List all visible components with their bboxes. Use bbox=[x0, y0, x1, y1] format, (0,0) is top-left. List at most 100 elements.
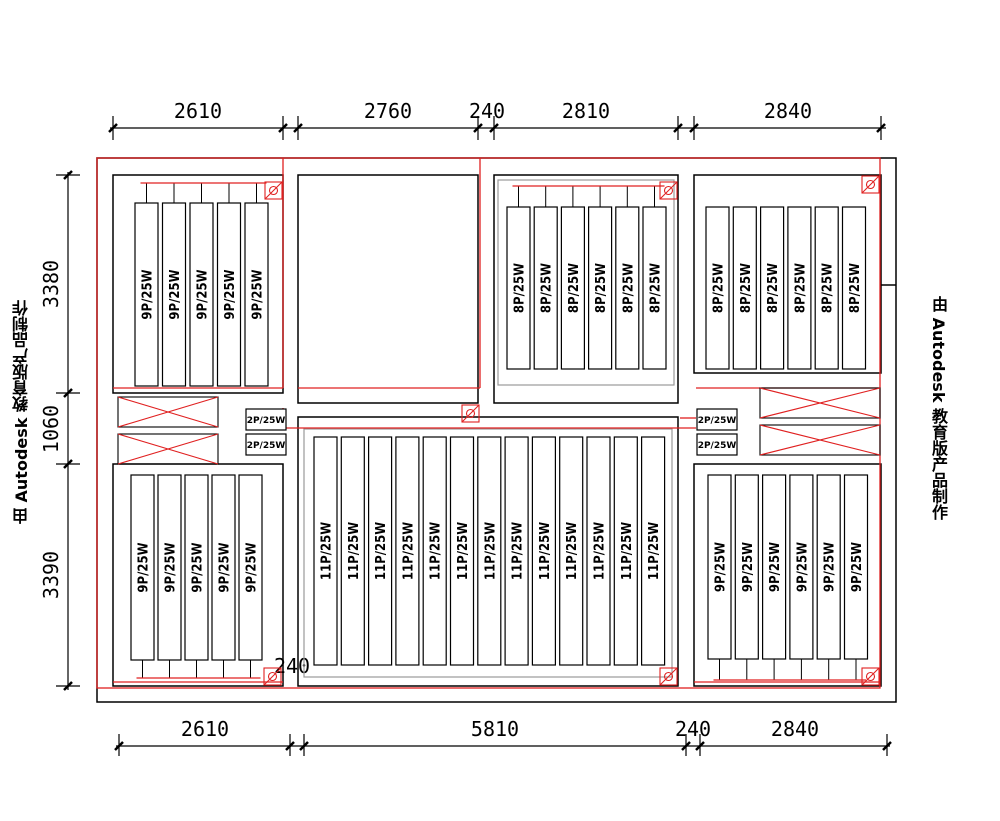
dim-left-3: 3390 bbox=[39, 551, 63, 599]
rack-label: 8P/25W bbox=[793, 263, 808, 313]
small-box-label: 2P/25W bbox=[247, 441, 286, 451]
rack-label: 9P/25W bbox=[245, 542, 260, 592]
rack-label: 9P/25W bbox=[223, 269, 238, 319]
rack-cabinet bbox=[586, 436, 611, 666]
rack-label: 9P/25W bbox=[768, 542, 783, 592]
rack-cabinet bbox=[161, 202, 187, 387]
rack-cabinet bbox=[789, 474, 814, 660]
small-box-label: 2P/25W bbox=[698, 416, 737, 426]
rack-label: 9P/25W bbox=[196, 269, 211, 319]
rack-cabinet bbox=[816, 474, 841, 660]
rack-cabinet bbox=[531, 436, 557, 666]
rack-label: 8P/25W bbox=[712, 263, 727, 313]
left-dimension-line bbox=[56, 170, 80, 691]
rack-label: 11P/25W bbox=[593, 522, 608, 580]
watermark-right: 由 Autodesk 教育版产品制作 bbox=[929, 296, 948, 521]
rack-label: 9P/25W bbox=[823, 542, 838, 592]
rack-label: 8P/25W bbox=[621, 263, 636, 313]
rack-cabinet bbox=[340, 436, 365, 666]
rack-cabinet bbox=[707, 474, 732, 660]
rack-group-top-mid-right: 8P/25W 8P/25W 8P/25W 8P/25W 8P/25W 8P/25W bbox=[506, 185, 667, 370]
rack-label: 9P/25W bbox=[795, 542, 810, 592]
rack-label: 9P/25W bbox=[218, 542, 233, 592]
rack-cabinet bbox=[613, 436, 638, 666]
dim-top-3: 240 bbox=[469, 99, 505, 123]
rack-cabinet bbox=[313, 436, 338, 666]
rack-cabinet bbox=[477, 436, 502, 666]
rack-cabinet bbox=[732, 206, 757, 370]
rack-label: 11P/25W bbox=[483, 522, 498, 580]
rack-cabinet bbox=[368, 436, 393, 666]
small-box-label: 2P/25W bbox=[247, 416, 286, 426]
rack-label: 8P/25W bbox=[739, 263, 754, 313]
rack-label: 11P/25W bbox=[511, 522, 526, 580]
rack-label: 11P/25W bbox=[456, 522, 471, 580]
dim-left-2: 1060 bbox=[39, 405, 63, 453]
rack-label: 11P/25W bbox=[538, 522, 553, 580]
rack-cabinet bbox=[734, 474, 759, 660]
small-boxes-left: 2P/25W 2P/25W bbox=[245, 408, 287, 456]
rack-cabinet bbox=[130, 474, 155, 661]
rack-label: 9P/25W bbox=[141, 269, 156, 319]
rack-cabinet bbox=[642, 206, 667, 370]
rack-label: 11P/25W bbox=[647, 522, 662, 580]
watermark-left: 由 Autodesk 教育版产品制作 bbox=[12, 300, 31, 525]
distribution-boxes bbox=[263, 175, 880, 686]
rack-cabinet bbox=[395, 436, 420, 666]
rack-cabinet bbox=[533, 206, 558, 370]
rack-cabinet bbox=[449, 436, 475, 666]
rack-label: 9P/25W bbox=[741, 542, 756, 592]
dim-bottom-2: 5810 bbox=[471, 717, 519, 741]
rack-cabinet bbox=[216, 202, 242, 387]
rack-label: 9P/25W bbox=[168, 269, 183, 319]
rack-label: 8P/25W bbox=[649, 263, 664, 313]
rack-cabinet bbox=[587, 206, 613, 370]
rack-label: 11P/25W bbox=[347, 522, 362, 580]
rack-label: 11P/25W bbox=[401, 522, 416, 580]
rack-cabinet bbox=[559, 436, 584, 666]
dim-top-1: 2610 bbox=[174, 99, 222, 123]
rack-cabinet bbox=[560, 206, 586, 370]
rack-label: 11P/25W bbox=[620, 522, 635, 580]
dim-top-5: 2840 bbox=[764, 99, 812, 123]
small-boxes-right: 2P/25W 2P/25W bbox=[696, 408, 738, 456]
rack-cabinet bbox=[843, 474, 869, 660]
rack-label: 8P/25W bbox=[766, 263, 781, 313]
rack-cabinet bbox=[504, 436, 529, 666]
rack-label: 9P/25W bbox=[850, 542, 865, 592]
dim-top-2: 2760 bbox=[364, 99, 412, 123]
small-box-label: 2P/25W bbox=[698, 441, 737, 451]
rack-label: 8P/25W bbox=[513, 263, 528, 313]
rack-label: 8P/25W bbox=[848, 263, 863, 313]
dim-inner-240: 240 bbox=[274, 654, 310, 678]
rack-cabinet bbox=[640, 436, 666, 666]
rack-group-top-left: 9P/25W 9P/25W 9P/25W 9P/25W 9P/25W bbox=[134, 182, 269, 387]
red-routes bbox=[96, 157, 881, 689]
rack-label: 8P/25W bbox=[594, 263, 609, 313]
rack-cabinet bbox=[615, 206, 640, 370]
rack-group-center: 11P/25W 11P/25W 11P/25W 11P/25W 11P/25W 11P/2… bbox=[313, 436, 666, 666]
rack-label: 11P/25W bbox=[374, 522, 389, 580]
rack-label: 9P/25W bbox=[191, 542, 206, 592]
rack-label: 9P/25W bbox=[251, 269, 266, 319]
rack-cabinet bbox=[506, 206, 531, 370]
rack-cabinet bbox=[705, 206, 730, 370]
rack-cabinet bbox=[841, 206, 867, 370]
rack-label: 8P/25W bbox=[567, 263, 582, 313]
dim-bottom-4: 2840 bbox=[771, 717, 819, 741]
top-dimension-line bbox=[108, 116, 886, 140]
bottom-dimension-line bbox=[114, 734, 892, 756]
rack-cabinet bbox=[189, 202, 214, 387]
rack-label: 8P/25W bbox=[540, 263, 555, 313]
rack-cabinet bbox=[211, 474, 236, 661]
rack-label: 9P/25W bbox=[164, 542, 179, 592]
rack-cabinet bbox=[134, 202, 159, 387]
rack-label: 11P/25W bbox=[320, 522, 335, 580]
rack-cabinet bbox=[814, 206, 839, 370]
rack-cabinet bbox=[422, 436, 447, 666]
